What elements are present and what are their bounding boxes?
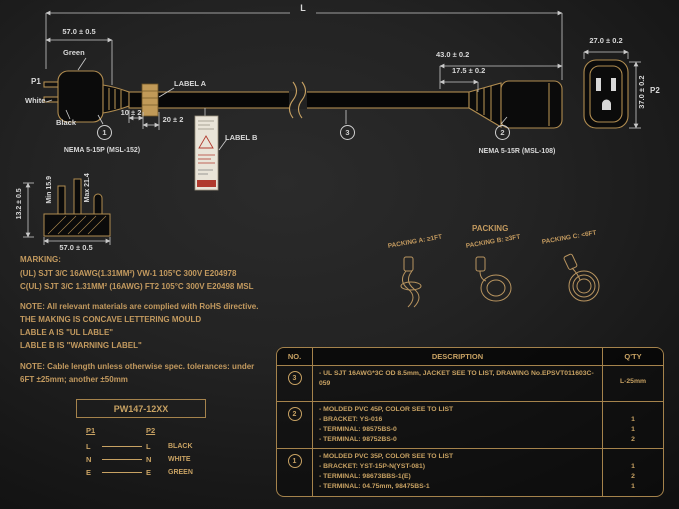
dim-blade-min: Min 15.9: [46, 176, 54, 204]
dimension-lines: [23, 10, 641, 245]
spec-desc-line: - MOLDED PVC 45P, COLOR SEE TO LIST: [319, 406, 454, 413]
dim-label-a-width: 20 ± 2: [162, 115, 184, 124]
spec-qty-line: [603, 452, 663, 462]
nema-plug-label: NEMA 5-15P (MSL-152): [63, 147, 141, 154]
label-a-art: [141, 83, 159, 117]
note-length-1: NOTE: Cable length unless otherwise spec…: [20, 362, 255, 371]
wiring-from: E: [86, 468, 92, 477]
wiring-row-earth: E E GREEN: [86, 466, 236, 479]
spec-row-connector: 2 - MOLDED PVC 45P, COLOR SEE TO LIST - …: [277, 402, 663, 449]
spec-qty-line: [603, 405, 663, 415]
wiring-row-line: L L BLACK: [86, 440, 236, 453]
spec-desc-line: - BRACKET: YST-15P-N(YST-081): [319, 463, 426, 470]
marking-line-1: (UL) SJT 3/C 16AWG(1.31MM²) VW-1 105°C 3…: [20, 269, 237, 278]
wiring-color: GREEN: [168, 469, 193, 476]
wire-connection-line: [102, 472, 142, 473]
spec-desc-line: - TERMINAL: 98575BS-0: [319, 426, 397, 433]
wire-connection-line: [102, 459, 142, 460]
packing-title: PACKING: [472, 224, 509, 233]
wiring-from: N: [86, 455, 92, 464]
cable-break-icon: [288, 81, 307, 119]
wiring-row-neutral: N N WHITE: [86, 453, 236, 466]
dim-face-width: 57.0 ± 0.5: [59, 243, 93, 252]
note-rohs: NOTE: All relevant materials are complie…: [20, 302, 259, 311]
p2-face-art: [583, 59, 629, 129]
dim-cable-length-label: L: [300, 3, 306, 13]
callout-3-badge: 3: [340, 125, 355, 140]
packing-c-art: [563, 253, 600, 302]
marking-line-2: C(UL) SJT 3/C 1.31MM² (16AWG) FT2 105°C …: [20, 282, 254, 291]
dim-plug-width-label: 57.0 ± 0.5: [62, 27, 96, 36]
wire-black-label: Black: [56, 118, 77, 127]
cord-assembly-art: [43, 70, 563, 129]
packing-b-art: [475, 256, 512, 302]
marking-title: MARKING:: [20, 255, 61, 264]
wire-white-label: White: [25, 96, 46, 105]
row-number-badge: 1: [287, 454, 302, 468]
nema-receptacle-label: NEMA 5-15R (MSL-108): [478, 148, 556, 155]
note-length-2: 6FT ±25mm; another ±50mm: [20, 375, 128, 384]
packing-a-art: [400, 256, 422, 308]
spec-desc-line: - BRACKET: YS-016: [319, 416, 383, 423]
p1-face-art: [43, 178, 111, 237]
spec-table-header: NO. DESCRIPTION Q'TY: [277, 348, 663, 366]
spec-qty-line: 1: [631, 463, 635, 470]
wiring-to: E: [146, 468, 152, 477]
label-b-art: [194, 108, 219, 191]
spec-desc-line: - UL SJT 16AWG*3C OD 8.5mm, JACKET SEE T…: [319, 370, 594, 387]
dim-connector-length: 43.0 ± 0.2: [436, 50, 470, 59]
callout-2-badge: 2: [495, 125, 510, 140]
dim-face-height: 13.2 ± 0.5: [16, 188, 24, 220]
spec-col-description: DESCRIPTION: [313, 348, 603, 365]
spec-row-plug: 1 - MOLDED PVC 35P, COLOR SEE TO LIST - …: [277, 449, 663, 496]
wiring-from: L: [86, 442, 91, 451]
spec-desc-line: - TERMINAL: 98673BBS-1(E): [319, 473, 411, 480]
dim-p2-height: 37.0 ± 0.2: [636, 75, 646, 109]
spec-qty-line: 2: [631, 473, 635, 480]
wiring-to: L: [146, 442, 151, 451]
wiring-col-p2: P2: [146, 426, 156, 435]
note-label-a: LABLE A IS "UL LABLE": [20, 328, 114, 337]
wiring-color: WHITE: [168, 456, 191, 463]
p2-label: P2: [650, 86, 660, 95]
part-number-box: PW147-12XX: [76, 399, 206, 418]
note-mould: THE MAKING IS CONCAVE LETTERING MOULD: [20, 315, 202, 324]
callout-1-badge: 1: [97, 125, 112, 140]
spec-col-no: NO.: [277, 348, 313, 365]
wiring-color: BLACK: [168, 443, 193, 450]
spec-qty-line: 1: [631, 483, 635, 490]
dim-boot-length: 17.5 ± 0.2: [452, 66, 486, 75]
p1-label: P1: [31, 77, 41, 86]
spec-qty-line: 2: [631, 436, 635, 443]
wiring-col-p1: P1: [86, 426, 96, 435]
spec-row-cable: 3 - UL SJT 16AWG*3C OD 8.5mm, JACKET SEE…: [277, 366, 663, 402]
label-b-callout: LABEL B: [225, 133, 258, 142]
spec-desc-line: - TERMINAL: 98752BS-0: [319, 436, 397, 443]
wire-green-label: Green: [63, 48, 85, 57]
label-a-callout: LABEL A: [174, 79, 207, 88]
spec-desc-line: - MOLDED PVC 35P, COLOR SEE TO LIST: [319, 453, 454, 460]
note-label-b: LABLE B IS "WARNING LABEL": [20, 341, 142, 350]
part-number: PW147-12XX: [113, 403, 169, 414]
wire-connection-line: [102, 446, 142, 447]
spec-col-qty: Q'TY: [624, 352, 642, 361]
dim-p2-width: 27.0 ± 0.2: [589, 36, 623, 45]
dim-blade-max: Max 21.4: [84, 173, 92, 203]
wiring-to: N: [146, 455, 152, 464]
spec-qty-line: L-25mm: [619, 378, 647, 385]
row-number-badge: 3: [287, 371, 302, 385]
dim-label-a-offset: 10 ± 2: [120, 108, 142, 117]
spec-table: NO. DESCRIPTION Q'TY 3 - UL SJT 16AWG*3C…: [276, 347, 664, 497]
spec-desc-line: - TERMINAL: 04.75mm, 98475BS-1: [319, 483, 430, 490]
spec-qty-line: 1: [631, 416, 635, 423]
wiring-table-header: P1 P2: [86, 426, 236, 440]
wiring-table: P1 P2 L L BLACK N N WHITE E E GREEN: [86, 426, 236, 479]
spec-qty-line: 1: [631, 426, 635, 433]
row-number-badge: 2: [287, 407, 302, 421]
leader-lines: [45, 57, 508, 151]
